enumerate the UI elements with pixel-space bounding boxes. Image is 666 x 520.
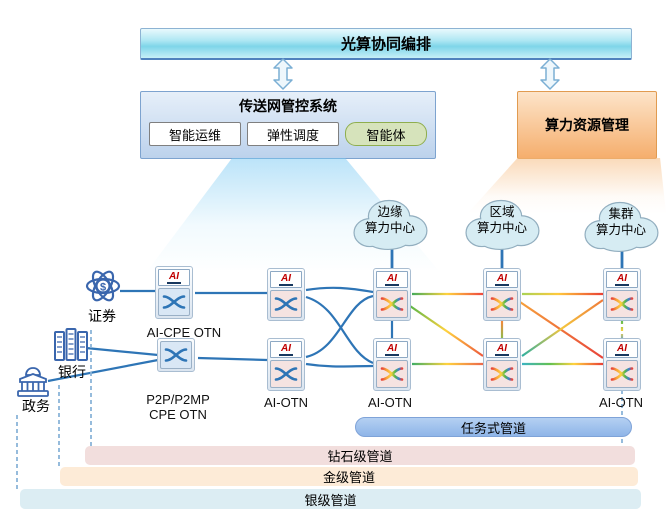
cloud-icon [584, 201, 659, 253]
pipe-diamond-level: 钻石级管道 [85, 446, 635, 465]
compute-resource-title: 算力资源管理 [545, 117, 629, 133]
node-ai-otn-col4-top: AI [483, 268, 521, 321]
label-ai-otn-col5: AI-OTN [598, 395, 644, 410]
cloud-cluster-label: 集群 算力中心 [595, 207, 646, 237]
node-p2p-cpe-otn [157, 338, 195, 372]
otn-switch-icon [376, 360, 408, 388]
node-ai-cpe-otn: AI [155, 266, 193, 319]
label-p2p-cpe-otn: P2P/P2MP CPE OTN [146, 392, 210, 422]
otn-switch-icon [486, 360, 518, 388]
node-ai-otn-col5-top: AI [603, 268, 641, 321]
otn-switch-icon [606, 360, 638, 388]
pipe-task-based: 任务式管道 [355, 417, 632, 437]
bidirectional-arrow-icon [540, 58, 560, 90]
otn-switch-icon [270, 290, 302, 318]
node-ai-otn-col5-bottom: AI [603, 338, 641, 391]
module-intelligent-om: 智能运维 [149, 122, 241, 146]
ai-badge: AI [270, 271, 302, 288]
pipe-silver-level: 银级管道 [20, 489, 641, 509]
svg-text:$: $ [100, 282, 106, 294]
ai-badge: AI [376, 271, 408, 288]
cloud-cluster-compute: 集群 算力中心 [578, 198, 664, 254]
otn-switch-icon [160, 341, 192, 369]
securities-atom-icon: $ [85, 270, 121, 302]
ai-badge: AI [376, 341, 408, 358]
node-ai-otn-col3-bottom: AI [373, 338, 411, 391]
orchestration-banner: 光算协同编排 [140, 28, 632, 60]
cloud-regional-compute: 区域 算力中心 [459, 196, 545, 252]
ai-badge: AI [486, 341, 518, 358]
otn-switch-icon [486, 290, 518, 318]
otn-switch-icon [606, 290, 638, 318]
cloud-icon [465, 199, 540, 251]
government-building-icon [17, 367, 49, 397]
otn-switch-icon [270, 360, 302, 388]
node-ai-otn-col3-top: AI [373, 268, 411, 321]
pipe-gold-level: 金级管道 [60, 467, 638, 486]
module-intelligent-agent: 智能体 [345, 122, 427, 146]
ai-badge: AI [158, 269, 190, 286]
ai-badge: AI [486, 271, 518, 288]
module-elastic-scheduling: 弹性调度 [247, 122, 339, 146]
ai-badge: AI [606, 271, 638, 288]
otn-switch-icon [376, 290, 408, 318]
bidirectional-arrow-icon [273, 58, 293, 90]
node-ai-otn-col2-top: AI [267, 268, 305, 321]
node-ai-otn-col4-bottom: AI [483, 338, 521, 391]
label-ai-otn-col3: AI-OTN [367, 395, 413, 410]
transport-network-control-title: 传送网管控系统 [239, 98, 337, 114]
otn-switch-icon [158, 288, 190, 316]
cloud-edge-label: 边缘 算力中心 [364, 205, 415, 235]
customer-government-label: 政务 [22, 398, 50, 414]
customer-securities-label: 证券 [88, 308, 116, 324]
orchestration-title: 光算协同编排 [340, 36, 431, 53]
node-ai-otn-col2-bottom: AI [267, 338, 305, 391]
transport-network-control-box: 传送网管控系统 智能运维 弹性调度 智能体 [140, 91, 436, 159]
cloud-icon [353, 199, 428, 251]
compute-resource-box: 算力资源管理 [517, 91, 657, 159]
cloud-edge-compute: 边缘 算力中心 [347, 196, 433, 252]
label-ai-cpe-otn: AI-CPE OTN [146, 325, 222, 340]
ai-badge: AI [270, 341, 302, 358]
ai-badge: AI [606, 341, 638, 358]
customer-bank-label: 银行 [58, 364, 86, 380]
label-ai-otn-col2: AI-OTN [263, 395, 309, 410]
cloud-regional-label: 区域 算力中心 [476, 205, 527, 235]
bank-building-icon [54, 328, 88, 361]
